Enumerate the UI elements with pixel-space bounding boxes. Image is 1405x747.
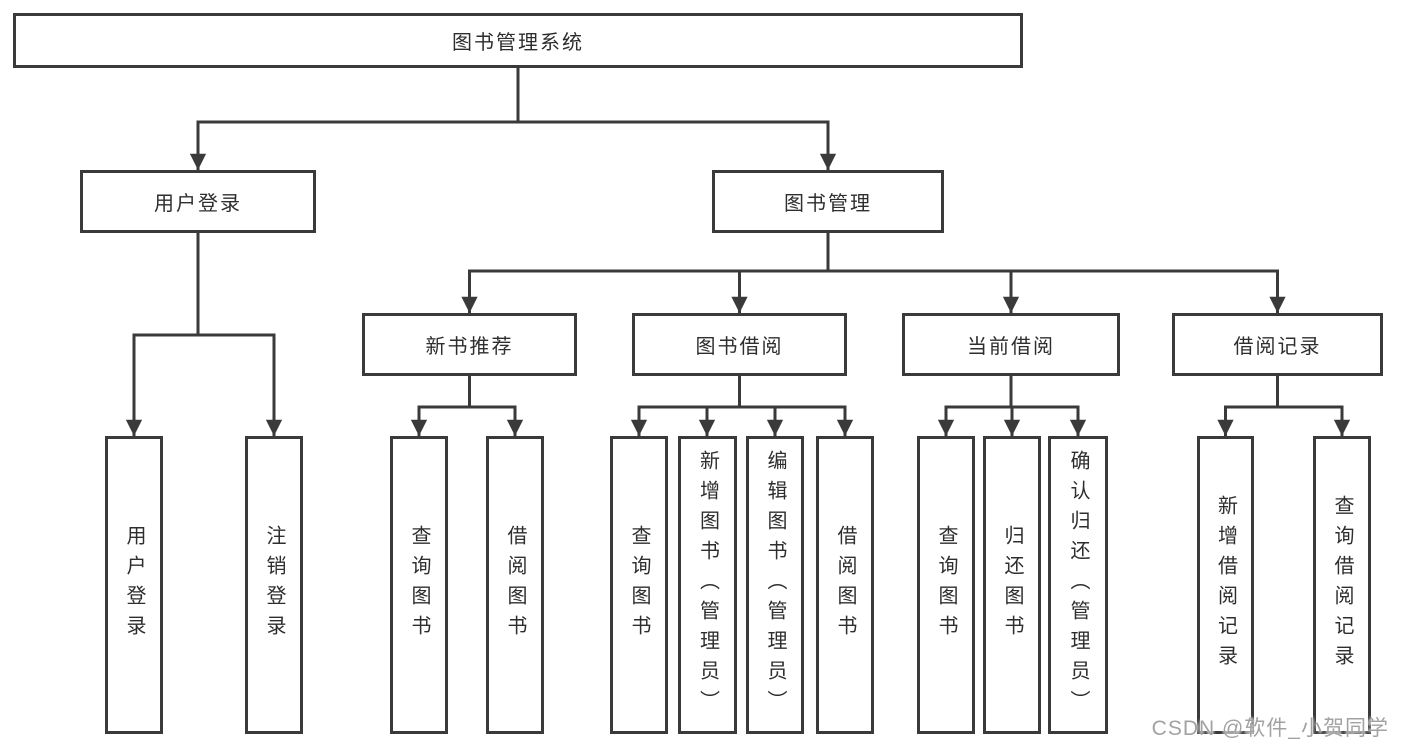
leaf-return-books-label: 归还图书 [1001,525,1023,645]
leaf-confirm-return-admin-label: 确认归还（管理员） [1067,450,1089,720]
leaf-borrow-books-2-label: 借阅图书 [834,525,856,645]
leaf-user-login: 用户登录 [105,436,163,734]
leaf-edit-books-admin: 编辑图书（管理员） [746,436,804,734]
leaf-query-books-3-label: 查询图书 [935,525,957,645]
leaf-query-borrow-record: 查询借阅记录 [1313,436,1371,734]
leaf-add-books-admin: 新增图书（管理员） [678,436,737,734]
node-book-management-label: 图书管理 [784,193,872,215]
leaf-borrow-books-1: 借阅图书 [486,436,544,734]
node-user-login: 用户登录 [80,170,316,233]
node-user-login-label: 用户登录 [154,193,242,215]
leaf-query-books-3: 查询图书 [917,436,975,734]
node-borrow-records: 借阅记录 [1172,313,1383,376]
leaf-edit-books-admin-label: 编辑图书（管理员） [764,450,786,720]
node-library-system: 图书管理系统 [13,13,1023,68]
node-new-book-recommend-label: 新书推荐 [425,336,514,358]
leaf-confirm-return-admin: 确认归还（管理员） [1048,436,1108,734]
leaf-user-login-label: 用户登录 [123,525,145,645]
node-book-borrow-label: 图书借阅 [695,336,784,358]
node-book-management: 图书管理 [712,170,944,233]
leaf-query-books-2-label: 查询图书 [628,525,650,645]
leaf-logout-label: 注销登录 [263,525,285,645]
node-borrow-records-label: 借阅记录 [1233,336,1322,358]
node-library-system-label: 图书管理系统 [452,32,584,54]
node-new-book-recommend: 新书推荐 [362,313,577,376]
node-current-borrow-label: 当前借阅 [967,336,1055,358]
leaf-borrow-books-1-label: 借阅图书 [504,525,526,645]
leaf-add-books-admin-label: 新增图书（管理员） [696,450,719,720]
leaf-logout: 注销登录 [245,436,303,734]
leaf-add-borrow-record: 新增借阅记录 [1197,436,1254,734]
watermark: CSDN @软件_小贺同学 [1151,717,1389,740]
leaf-return-books: 归还图书 [983,436,1041,734]
node-current-borrow: 当前借阅 [902,313,1120,376]
leaf-query-books-2: 查询图书 [610,436,668,734]
node-book-borrow: 图书借阅 [632,313,847,376]
leaf-query-borrow-record-label: 查询借阅记录 [1331,495,1353,675]
leaf-borrow-books-2: 借阅图书 [816,436,874,734]
leaf-add-borrow-record-label: 新增借阅记录 [1214,495,1237,675]
leaf-query-books-1-label: 查询图书 [408,525,430,645]
leaf-query-books-1: 查询图书 [390,436,448,734]
